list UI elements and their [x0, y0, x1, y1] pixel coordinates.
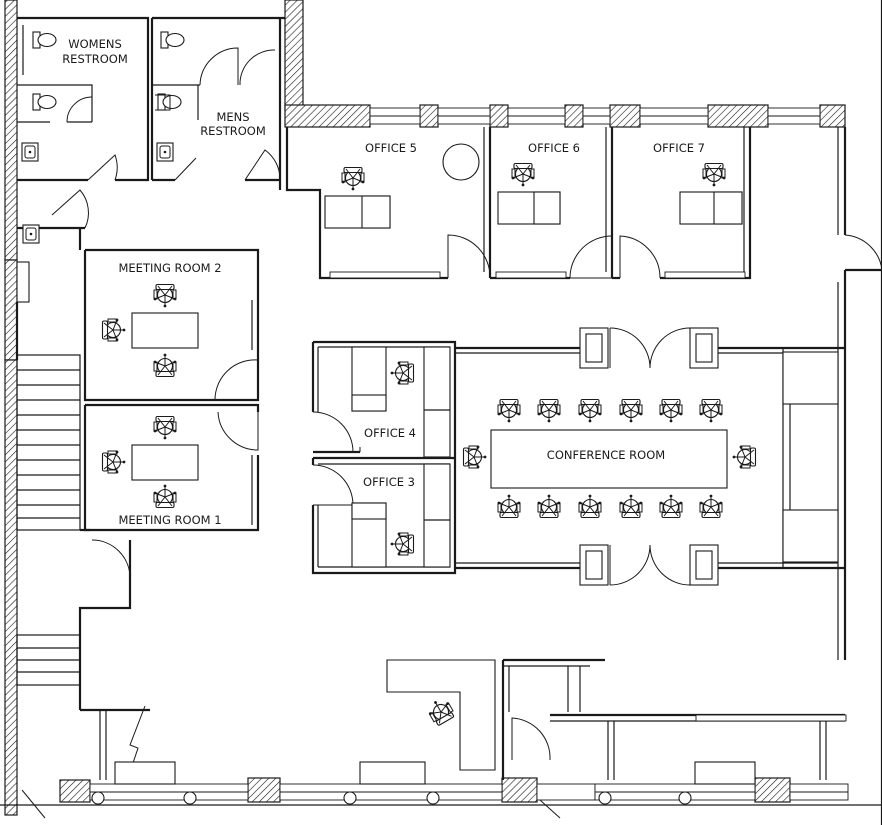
- office-5: OFFICE 5: [285, 127, 492, 280]
- office-6-label: OFFICE 6: [528, 141, 580, 155]
- womens-label-line2: RESTROOM: [62, 52, 128, 66]
- womens-restroom-label: WOMENS RESTROOM: [62, 37, 128, 66]
- exterior-walls: [4, 0, 846, 816]
- mens-label-line1: MENS: [216, 110, 249, 124]
- office-7: OFFICE 7: [612, 127, 752, 280]
- meeting-room-2: MEETING ROOM 2: [83, 248, 260, 402]
- office-3-label: OFFICE 3: [363, 475, 415, 489]
- conference-table: [490, 429, 728, 489]
- left-corridor: [15, 189, 756, 819]
- round-table: [442, 143, 480, 181]
- conference-room-label: CONFERENCE ROOM: [547, 448, 665, 462]
- office-4: OFFICE 4: [311, 340, 457, 458]
- office-5-label: OFFICE 5: [365, 141, 417, 155]
- mens-restroom-label: MENS RESTROOM: [200, 110, 266, 138]
- right-walls: [837, 0, 882, 825]
- right-entry: [844, 234, 882, 272]
- bottom-windows: [0, 783, 882, 806]
- meeting-room-1-label: MEETING ROOM 1: [118, 513, 221, 527]
- office-3: OFFICE 3: [311, 456, 457, 575]
- meeting-room-2-label: MEETING ROOM 2: [118, 261, 221, 275]
- mens-label-line2: RESTROOM: [200, 124, 266, 138]
- meeting-table-2: [131, 312, 199, 349]
- office-6: OFFICE 6: [490, 127, 614, 280]
- meeting-table-1: [131, 444, 199, 481]
- restroom-block: [17, 16, 285, 190]
- stairs-lower: [16, 634, 81, 686]
- womens-label-line1: WOMENS: [68, 37, 122, 51]
- top-windows: [369, 107, 821, 125]
- meeting-room-1: MEETING ROOM 1: [83, 403, 260, 532]
- office-7-label: OFFICE 7: [653, 141, 705, 155]
- conference-room: CONFERENCE ROOM: [455, 327, 845, 586]
- reception-desk: [386, 659, 496, 771]
- stairs-upper: [17, 369, 80, 519]
- office-4-label: OFFICE 4: [364, 426, 416, 440]
- lower-right-area: [501, 658, 847, 780]
